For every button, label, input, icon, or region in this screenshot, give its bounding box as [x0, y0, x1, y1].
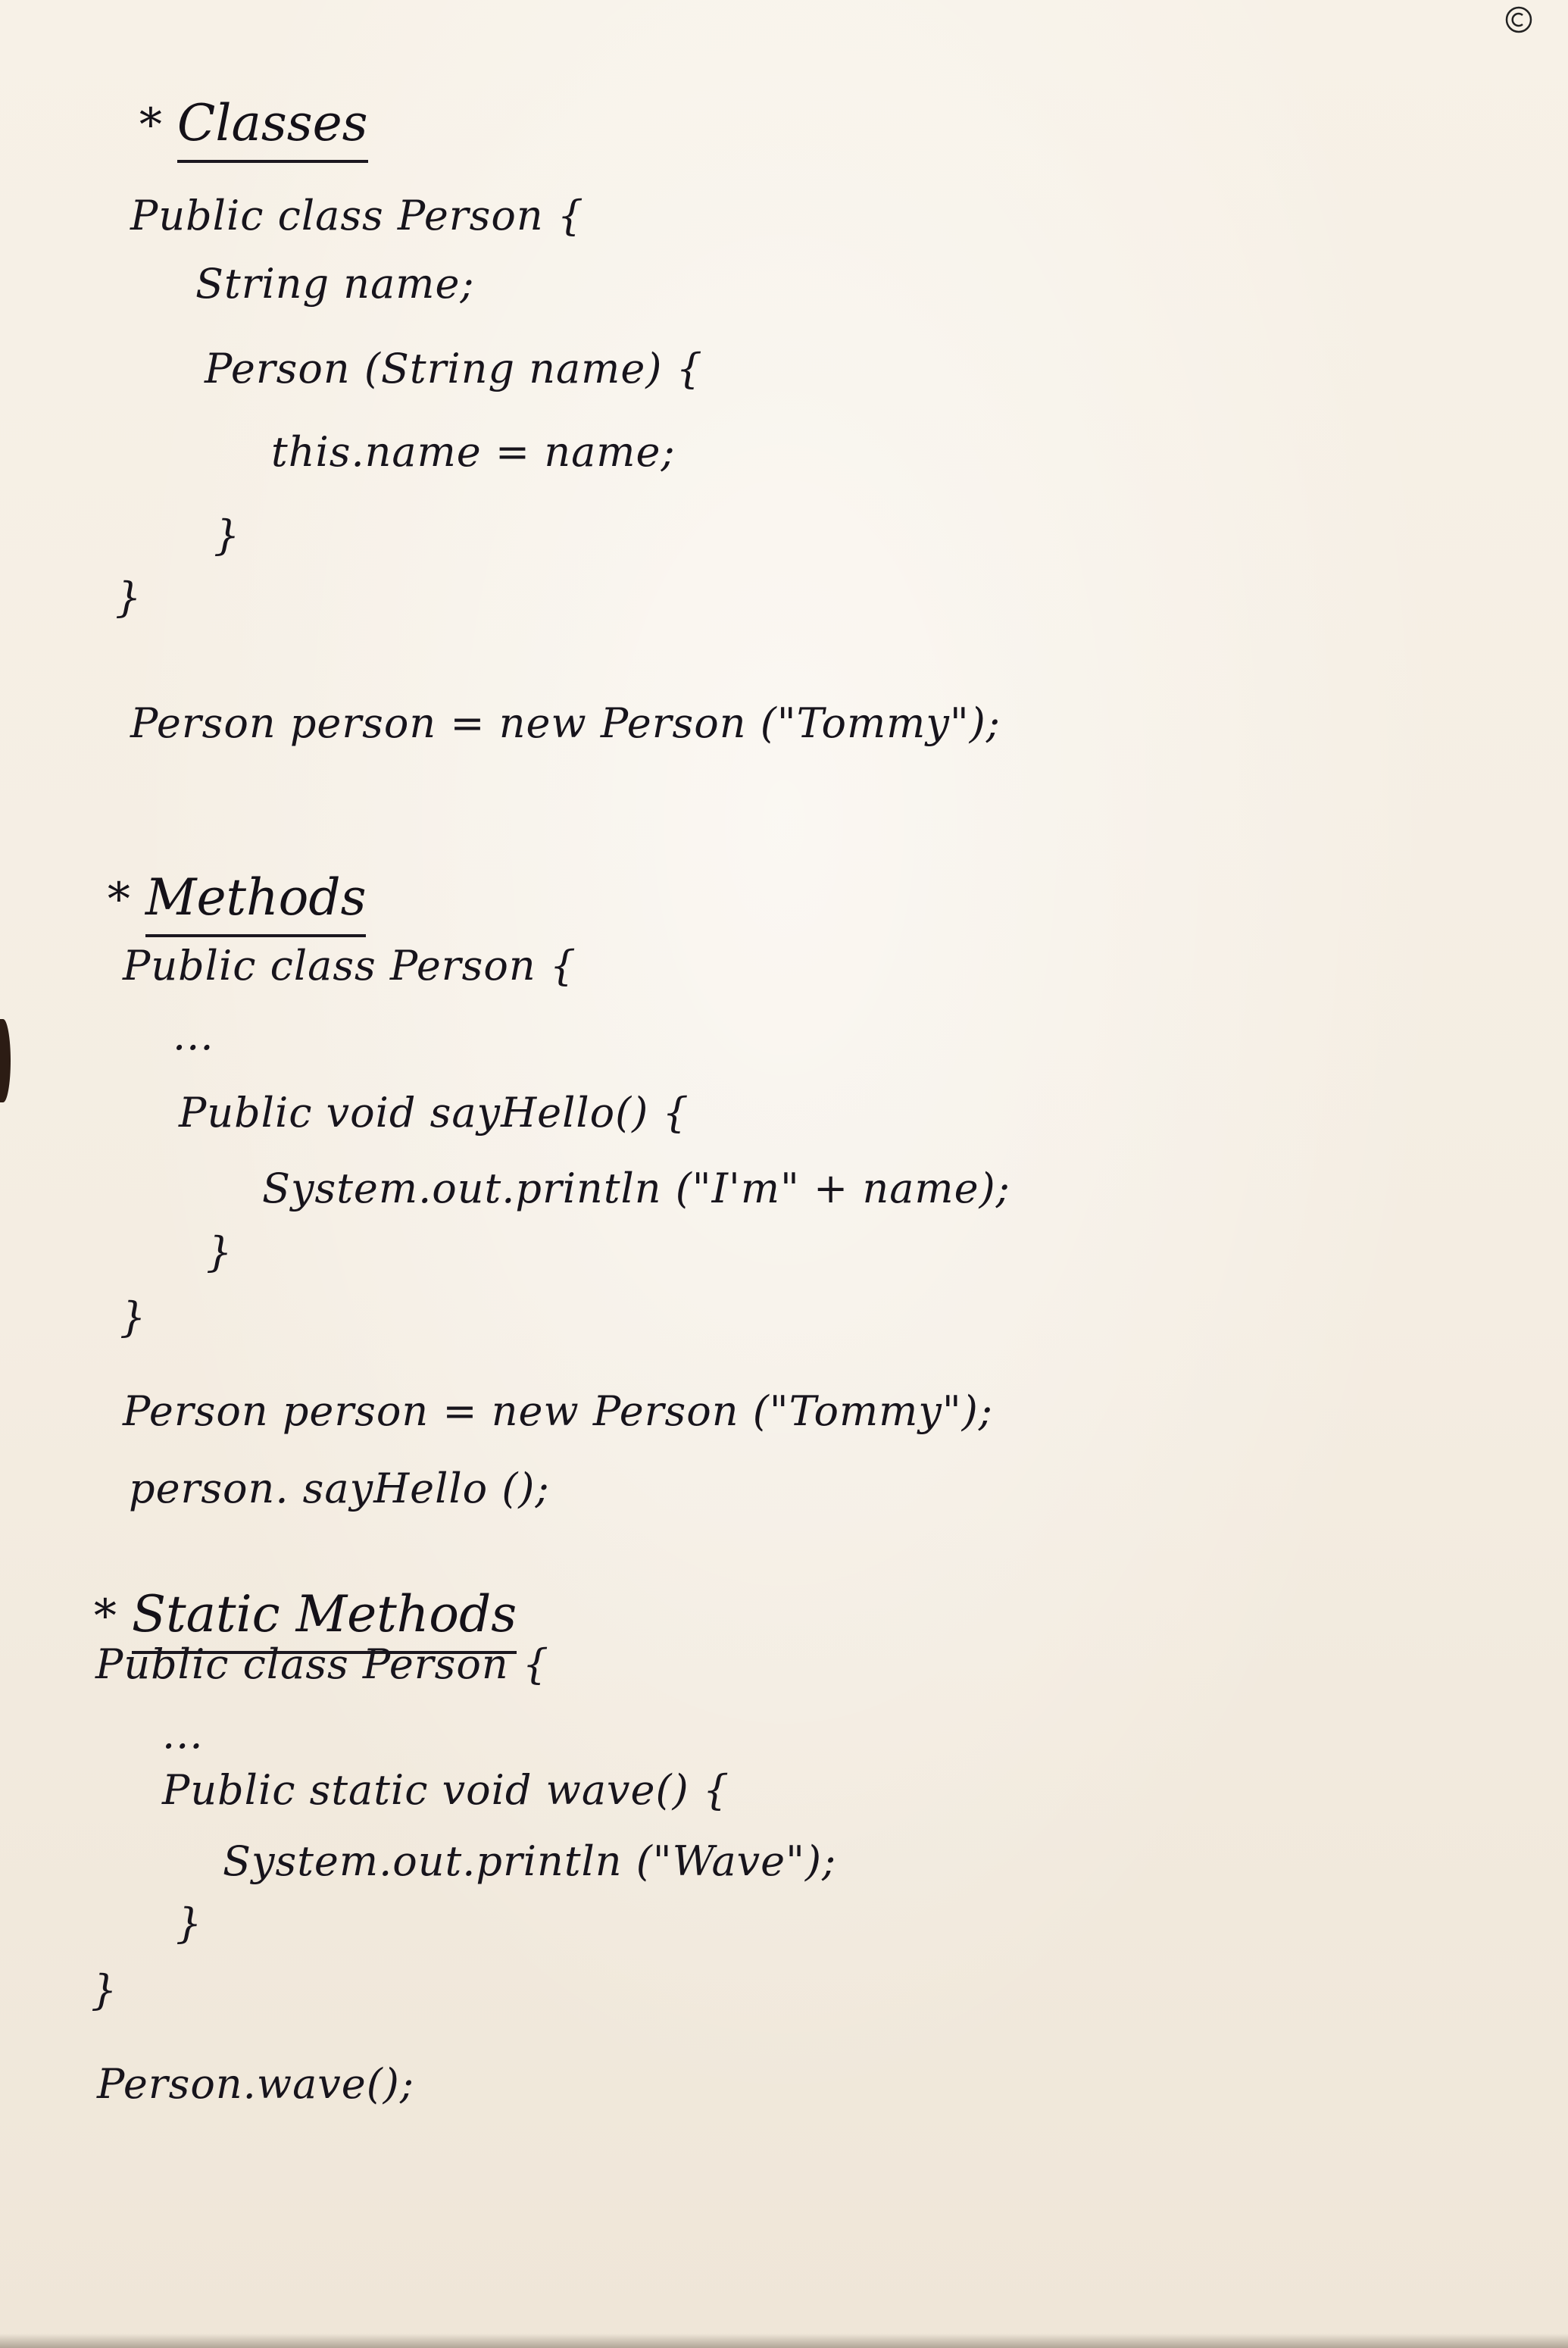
code-line: System.out.println ("I'm" + name); — [262, 1165, 1010, 1212]
code-line: person. sayHello (); — [129, 1465, 550, 1512]
code-line: Public class Person { — [95, 1640, 550, 1688]
section-heading-methods: * Methods — [44, 823, 367, 973]
heading-text: Methods — [145, 868, 367, 937]
code-line: Person (String name) { — [205, 345, 703, 392]
code-line: Person person = new Person ("Tommy"); — [123, 1387, 993, 1435]
code-line: Person.wave(); — [97, 2060, 415, 2108]
copyright-circle-icon — [1505, 6, 1532, 33]
section-heading-static-methods: * Static Methods — [30, 1540, 517, 1690]
code-line: } — [206, 1228, 233, 1276]
code-line: this.name = name; — [271, 428, 676, 476]
code-line: String name; — [195, 260, 475, 308]
code-line: System.out.println ("Wave"); — [223, 1837, 837, 1885]
code-line: } — [115, 574, 142, 621]
code-line: ... — [173, 1011, 214, 1059]
code-line: } — [176, 1899, 203, 1947]
page-bottom-shadow — [0, 2334, 1568, 2348]
code-line: } — [214, 511, 241, 559]
star-marker: * — [139, 98, 162, 152]
star-marker: * — [93, 1590, 117, 1643]
code-line: ... — [162, 1710, 204, 1758]
code-line: } — [91, 1966, 118, 2014]
code-line: Public class Person { — [130, 192, 585, 239]
code-line: } — [120, 1293, 147, 1341]
code-line: Public static void wave() { — [162, 1766, 730, 1814]
code-line: Public void sayHello() { — [179, 1089, 689, 1136]
section-heading-classes: * Classes — [76, 48, 368, 199]
code-line: Public class Person { — [123, 942, 577, 990]
code-line: Person person = new Person ("Tommy"); — [130, 699, 1001, 747]
star-marker: * — [107, 873, 130, 926]
heading-text: Static Methods — [131, 1585, 517, 1654]
binding-edge-mark — [0, 1019, 11, 1102]
heading-text: Classes — [176, 94, 368, 163]
